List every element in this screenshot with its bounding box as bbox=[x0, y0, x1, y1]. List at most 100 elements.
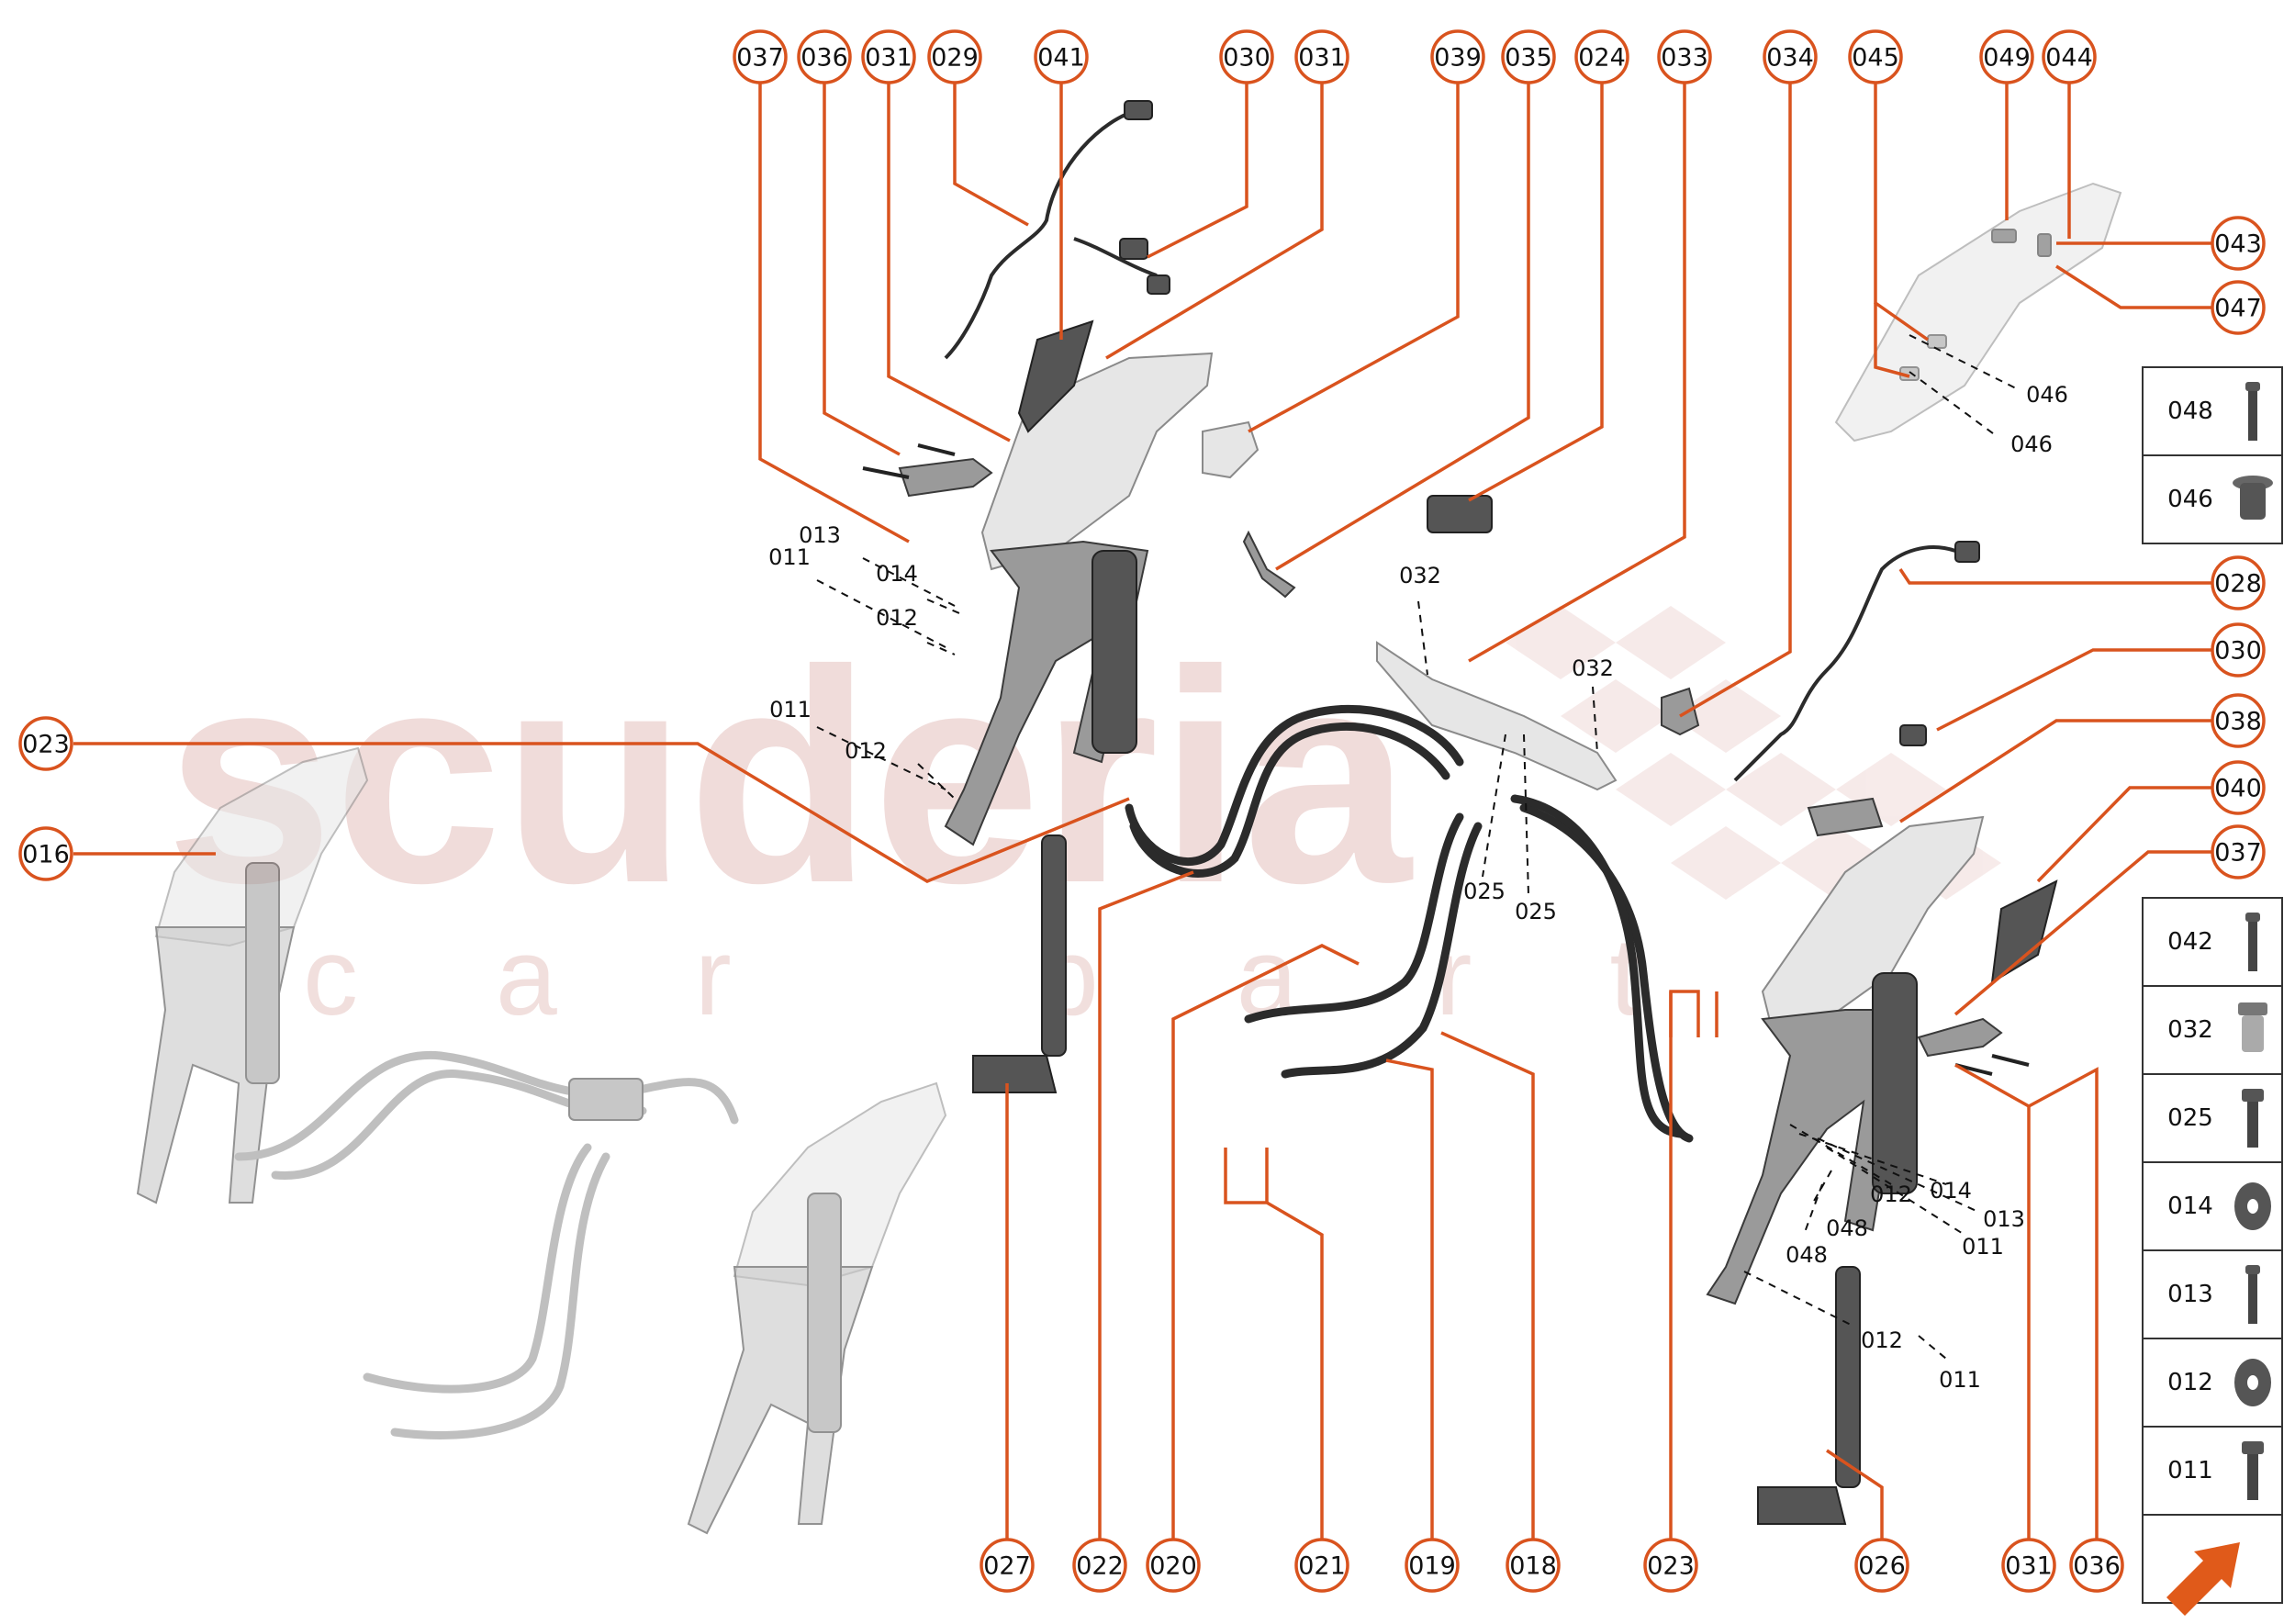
hose-020 bbox=[1244, 812, 1464, 1024]
right-seat-assembly bbox=[1661, 541, 2058, 1525]
callout-016: 016 bbox=[18, 826, 73, 881]
legend-code: 042 bbox=[2167, 928, 2213, 956]
legend-code: 046 bbox=[2167, 486, 2213, 513]
clip-049 bbox=[1991, 229, 2017, 243]
label-012: 012 bbox=[845, 738, 887, 764]
label-012: 012 bbox=[876, 605, 918, 631]
manifold-024 bbox=[1427, 495, 1493, 533]
legend-row-032: 032 bbox=[2142, 985, 2283, 1075]
hoses-middle bbox=[972, 704, 1694, 1143]
callout-circle bbox=[2211, 216, 2266, 271]
harness-028 bbox=[1733, 545, 1956, 782]
legend-row-012: 012 bbox=[2142, 1338, 2283, 1428]
callout-039: 039 bbox=[1430, 29, 1485, 84]
callout-circle bbox=[1430, 29, 1485, 84]
callout-circle bbox=[1506, 1538, 1561, 1593]
label-046: 046 bbox=[2026, 382, 2068, 408]
long-bolt-icon bbox=[2245, 913, 2260, 971]
hose-022 bbox=[1125, 704, 1464, 866]
gas-strut-right bbox=[1872, 972, 1918, 1194]
callout-circle bbox=[18, 826, 73, 881]
leader-lines bbox=[73, 73, 2212, 1540]
hose-023 bbox=[1519, 803, 1694, 1143]
flanged-plug-icon bbox=[2233, 476, 2273, 520]
callout-circle bbox=[861, 29, 916, 84]
bracket-038 bbox=[1807, 797, 1884, 837]
hinge-cover-left bbox=[980, 352, 1214, 571]
hose-023b bbox=[1510, 794, 1685, 1138]
connector-030-right bbox=[1899, 724, 1927, 746]
callout-037: 037 bbox=[733, 29, 788, 84]
plain-part-labels: 013 011 014 012 011 012 032 032 025 025 … bbox=[768, 382, 2068, 1393]
callout-number: 020 bbox=[1149, 1552, 1197, 1581]
label-025: 025 bbox=[1515, 899, 1557, 924]
callout-number: 022 bbox=[1076, 1552, 1124, 1581]
pin-031-right bbox=[1954, 1063, 1993, 1076]
callout-circle bbox=[2211, 555, 2266, 610]
callout-021: 021 bbox=[1294, 1538, 1349, 1593]
trim-cover bbox=[1834, 182, 2122, 442]
connector-030b bbox=[1147, 274, 1170, 295]
bolt-icon bbox=[2242, 1089, 2264, 1148]
callout-number: 037 bbox=[2214, 839, 2262, 868]
left-seat-assembly bbox=[862, 100, 1618, 846]
callout-circle bbox=[1854, 1538, 1909, 1593]
callout-circle bbox=[733, 29, 788, 84]
callout-circle bbox=[2211, 760, 2266, 815]
callout-037: 037 bbox=[2211, 824, 2266, 879]
legend-row-013: 013 bbox=[2142, 1249, 2283, 1339]
label-014: 014 bbox=[876, 561, 918, 587]
hinge-cover-right bbox=[1761, 815, 1985, 1030]
callout-029: 029 bbox=[927, 29, 982, 84]
latch-037-right bbox=[1917, 1017, 2003, 1058]
legend-row-046: 046 bbox=[2142, 454, 2283, 544]
legend-code: 025 bbox=[2167, 1104, 2213, 1132]
callout-number: 030 bbox=[2214, 637, 2262, 666]
label-014: 014 bbox=[1930, 1178, 1972, 1204]
bracket-034 bbox=[1661, 687, 1700, 736]
legend-row-025: 025 bbox=[2142, 1073, 2283, 1163]
callout-number: 031 bbox=[2005, 1552, 2053, 1581]
callout-031: 031 bbox=[2001, 1538, 2056, 1593]
cover-039 bbox=[1202, 420, 1259, 479]
label-012: 012 bbox=[1870, 1182, 1912, 1207]
callout-number: 036 bbox=[800, 44, 848, 73]
pin-036-right bbox=[1991, 1054, 2030, 1067]
callout-circle bbox=[1501, 29, 1556, 84]
label-048: 048 bbox=[1786, 1242, 1828, 1268]
right-seat-hinge-cover bbox=[733, 1081, 947, 1287]
long-bolt-icon bbox=[2245, 382, 2260, 441]
legend-code: 013 bbox=[2167, 1281, 2213, 1308]
callout-number: 035 bbox=[1505, 44, 1552, 73]
callout-number: 036 bbox=[2073, 1552, 2121, 1581]
callout-circle bbox=[2211, 693, 2266, 748]
strut-027 bbox=[1041, 834, 1067, 1057]
callout-number: 031 bbox=[1298, 44, 1346, 73]
callout-number: 039 bbox=[1434, 44, 1482, 73]
callout-circle bbox=[2211, 280, 2266, 335]
label-032: 032 bbox=[1572, 655, 1614, 681]
callout-circle bbox=[1848, 29, 1903, 84]
callout-number: 029 bbox=[931, 44, 979, 73]
bracket-033 bbox=[1376, 641, 1618, 791]
gas-strut-left bbox=[1092, 550, 1137, 754]
label-046: 046 bbox=[2010, 431, 2053, 457]
callout-number: 026 bbox=[1858, 1552, 1906, 1581]
callout-circle bbox=[2042, 29, 2097, 84]
legend-cell bbox=[2142, 1249, 2283, 1339]
label-013: 013 bbox=[1983, 1206, 2025, 1232]
callout-number: 038 bbox=[2214, 708, 2262, 736]
dashed-leaders bbox=[816, 334, 2021, 1360]
callout-number: 019 bbox=[1408, 1552, 1456, 1581]
callout-number: 027 bbox=[983, 1552, 1031, 1581]
callout-number: 034 bbox=[1766, 44, 1814, 73]
callout-number: 040 bbox=[2214, 775, 2262, 803]
callout-circle bbox=[797, 29, 852, 84]
callout-circle bbox=[1643, 1538, 1698, 1593]
callout-number: 044 bbox=[2045, 44, 2093, 73]
harness-029 bbox=[944, 108, 1139, 360]
